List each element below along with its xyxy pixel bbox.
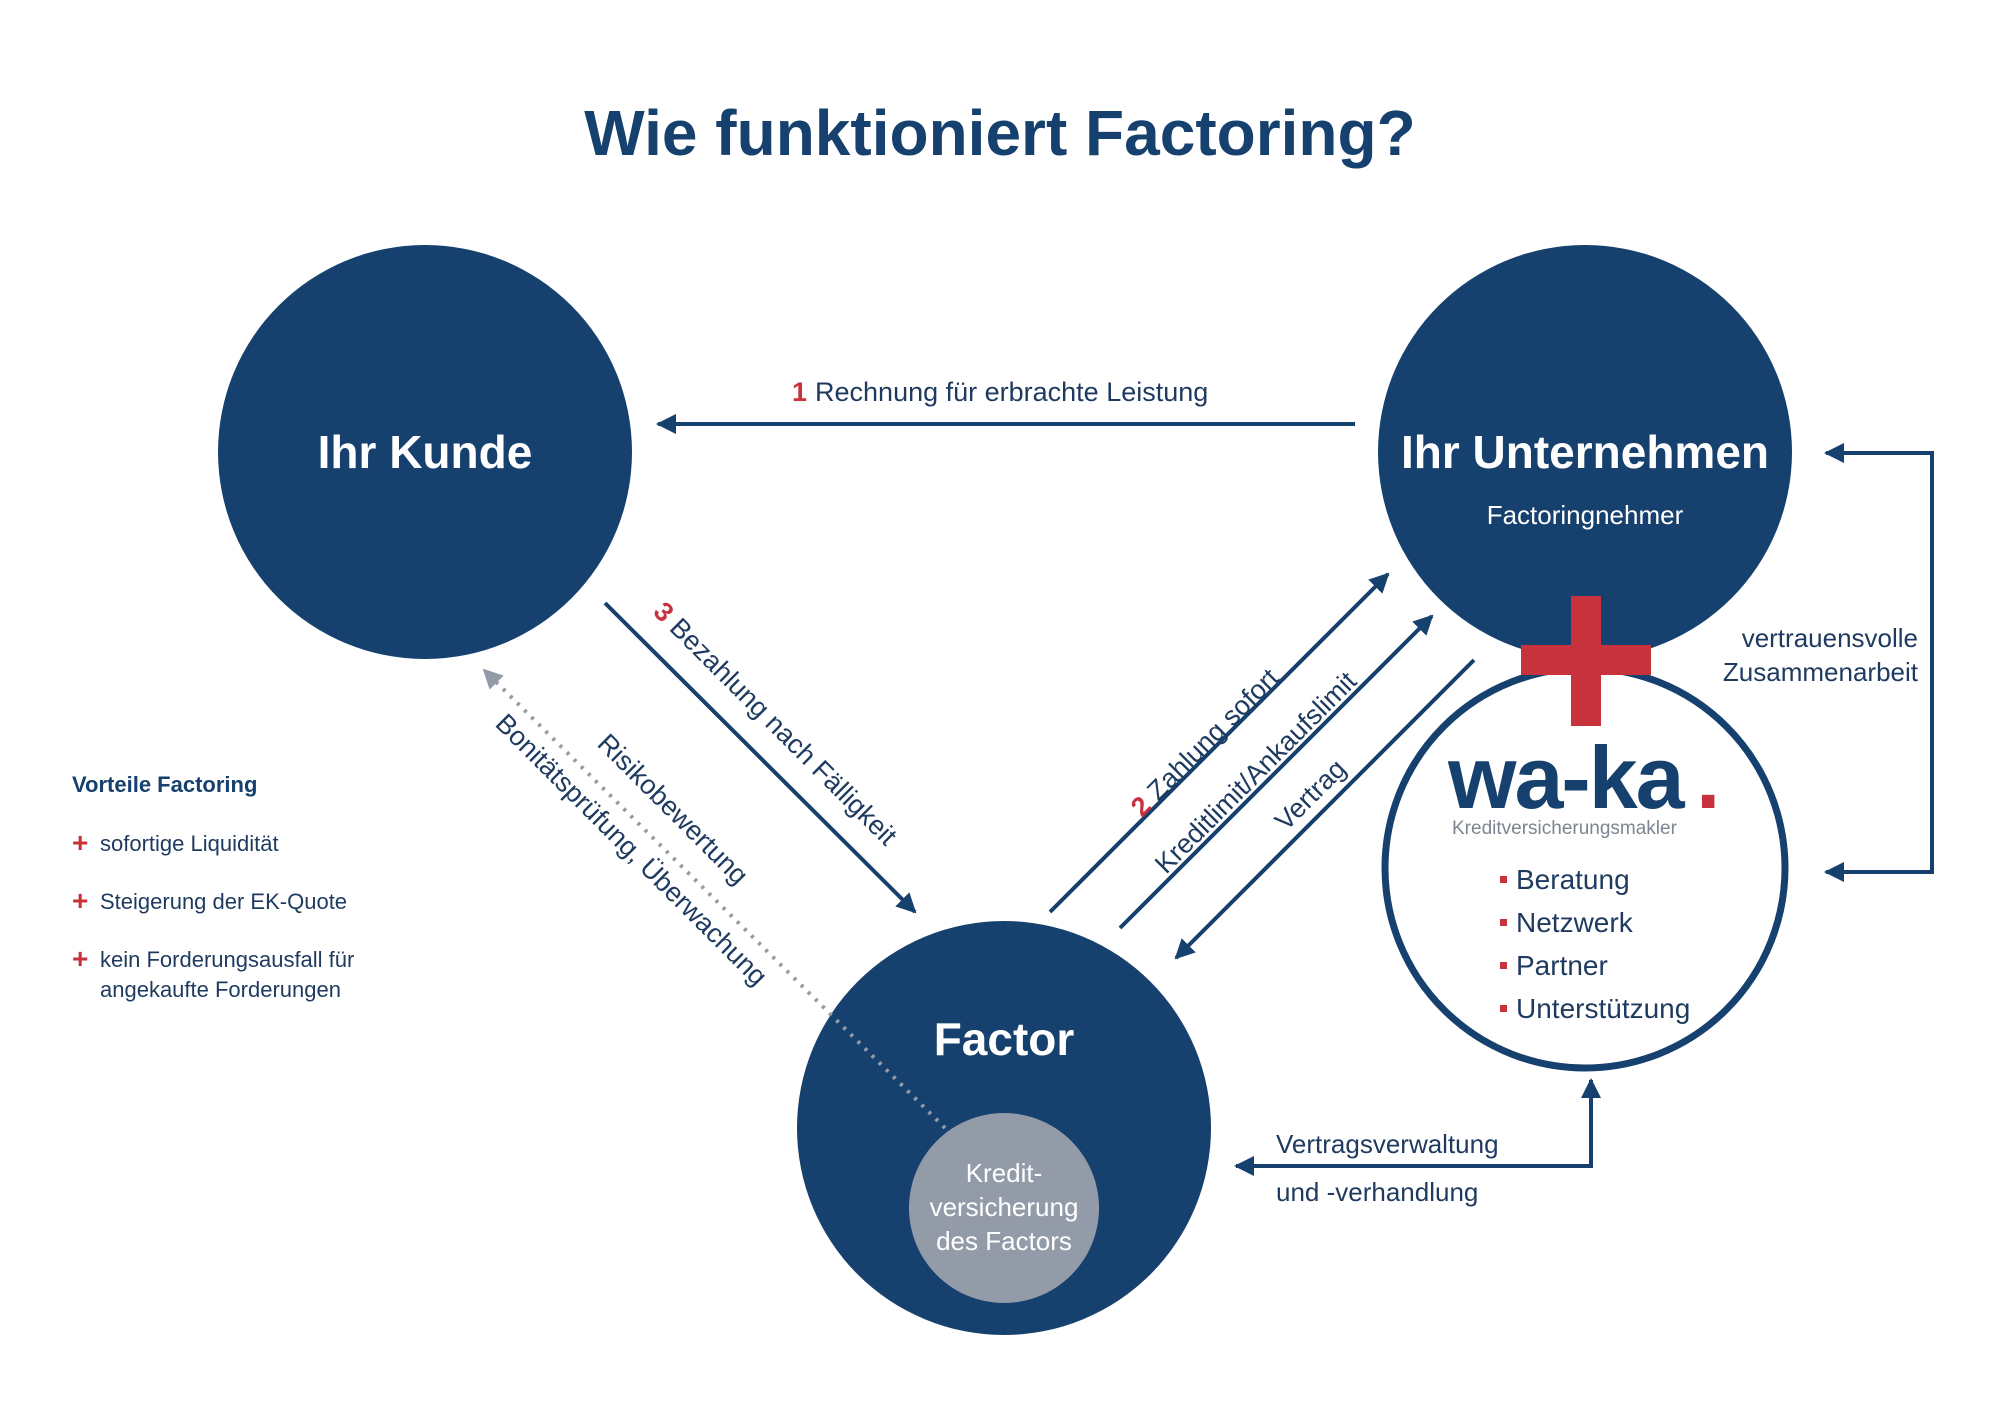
service-item: Unterstützung [1516, 993, 1690, 1024]
page-title: Wie funktioniert Factoring? [584, 97, 1415, 169]
service-item: Partner [1516, 950, 1608, 981]
waka-tagline: Kreditversicherungsmakler [1452, 818, 1678, 839]
advantage-item: sofortige Liquidität [100, 831, 279, 856]
node-kunde [218, 245, 632, 659]
service-bullet-icon [1500, 1005, 1507, 1012]
arrow-vertragsverwaltung [1234, 1078, 1601, 1176]
kreditversicherung-line1: Kredit- [966, 1158, 1043, 1188]
node-unternehmen-sublabel: Factoringnehmer [1487, 500, 1684, 530]
waka-logo-text: wa-ka [1447, 728, 1686, 827]
advantage-item-cont: angekaufte Forderungen [100, 977, 341, 1002]
plus-icon: + [72, 827, 88, 858]
plus-icon [1521, 596, 1651, 726]
node-unternehmen [1378, 245, 1792, 659]
arrow-zusammenarbeit [1824, 443, 1934, 882]
flow-zahlung-label: 2Zahlung sofort [1125, 662, 1285, 822]
advantages-list: Vorteile Factoring + sofortige Liquiditä… [72, 772, 354, 1002]
kreditversicherung-line3: des Factors [936, 1226, 1072, 1256]
service-bullet-icon [1500, 962, 1507, 969]
service-bullet-icon [1500, 919, 1507, 926]
node-factor-label: Factor [934, 1013, 1075, 1065]
service-item: Beratung [1516, 864, 1630, 895]
node-unternehmen-label: Ihr Unternehmen [1401, 426, 1769, 478]
flow-zusammenarbeit-line2: Zusammenarbeit [1723, 657, 1919, 687]
service-bullet-icon [1500, 876, 1507, 883]
waka-services: Beratung Netzwerk Partner Unterstützung [1500, 864, 1690, 1024]
waka-logo-dot: . [1696, 728, 1718, 827]
advantage-item: kein Forderungsausfall für [100, 947, 354, 972]
flow-vertragsverwaltung-line1: Vertragsverwaltung [1276, 1129, 1499, 1159]
advantages-heading: Vorteile Factoring [72, 772, 257, 797]
node-kreditversicherung [909, 1113, 1099, 1303]
flow-risikobewertung-label: Risikobewertung [592, 728, 754, 890]
kreditversicherung-line2: versicherung [930, 1192, 1079, 1222]
arrow-risikobewertung [482, 668, 947, 1130]
flow-zusammenarbeit-line1: vertrauensvolle [1742, 623, 1918, 653]
advantage-item: Steigerung der EK-Quote [100, 889, 347, 914]
arrow-vertrag [1174, 658, 1476, 960]
service-item: Netzwerk [1516, 907, 1634, 938]
waka-logo: wa-ka . [1447, 728, 1720, 827]
plus-icon: + [72, 943, 88, 974]
node-kunde-label: Ihr Kunde [318, 426, 533, 478]
arrow-zahlung [1048, 572, 1390, 914]
flow-vertragsverwaltung-line2: und -verhandlung [1276, 1177, 1478, 1207]
arrow-kreditlimit [1118, 614, 1434, 930]
plus-icon: + [72, 885, 88, 916]
arrow-bezahlung [603, 601, 917, 914]
